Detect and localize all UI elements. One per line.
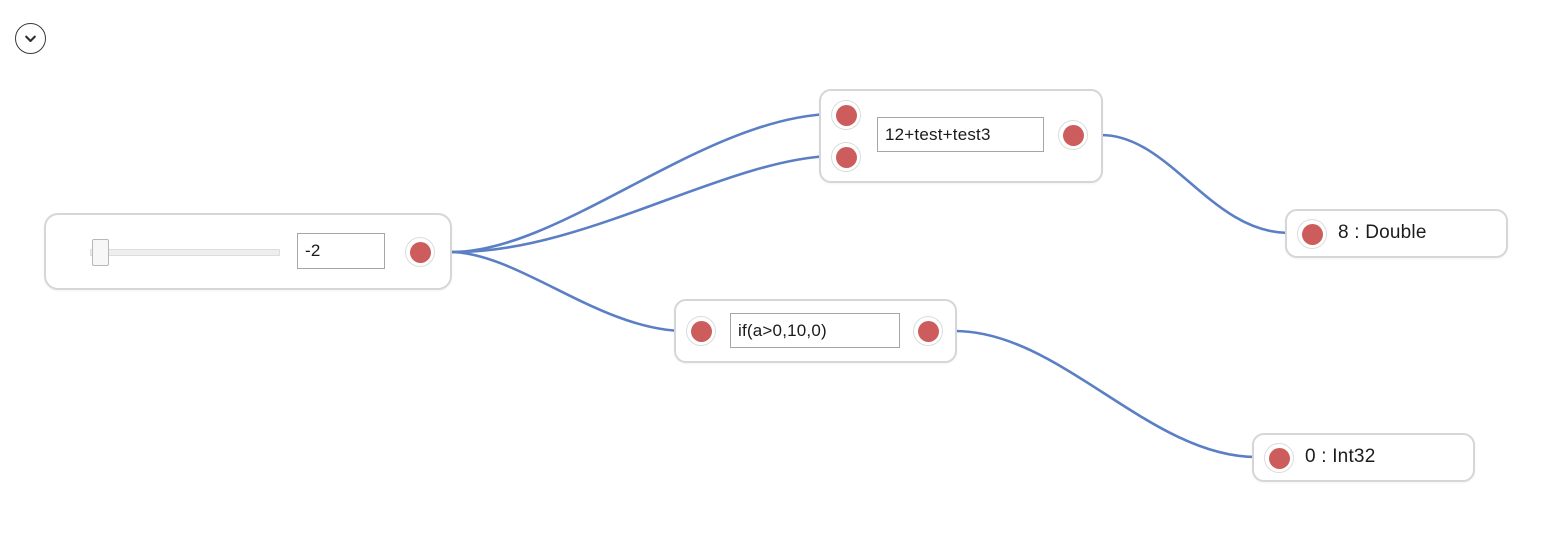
result-node-int32-input-port[interactable] [1264,443,1294,473]
edge-expr1-to-result1 [1100,133,1289,235]
port-dot [1301,223,1323,245]
port-dot [1062,124,1084,146]
edge-slider-to-expr2-a [451,250,685,333]
port-dot [835,104,857,126]
edge-slider-to-expr1-a [451,112,829,254]
expression-node-2-input-port-a[interactable] [686,316,716,346]
edge-expr2-to-result2 [954,329,1257,459]
port-dot [1268,447,1290,469]
expression-input-1[interactable]: 12+test+test3 [877,117,1044,152]
expression-input-2[interactable]: if(a>0,10,0) [730,313,900,348]
result-node-double-input-port[interactable] [1297,219,1327,249]
slider-value-input[interactable]: -2 [297,233,385,269]
slider-track[interactable] [90,249,280,256]
expression-node-1-input-port-b[interactable] [831,142,861,172]
port-dot [917,320,939,342]
expression-node-1-output-port[interactable] [1058,120,1088,150]
expression-node-1-input-port-a[interactable] [831,100,861,130]
result-node-double-label: 8 : Double [1338,222,1427,243]
result-node-double[interactable] [1285,209,1508,258]
expression-node-2-output-port[interactable] [913,316,943,346]
port-dot [835,146,857,168]
chevron-down-icon[interactable] [15,23,46,54]
slider-thumb[interactable] [92,239,109,266]
slider-output-port[interactable] [405,237,435,267]
value-slider[interactable] [90,238,280,266]
result-node-int32-label: 0 : Int32 [1305,446,1376,467]
port-dot [409,241,431,263]
port-dot [690,320,712,342]
edge-slider-to-expr1-b [451,154,829,254]
